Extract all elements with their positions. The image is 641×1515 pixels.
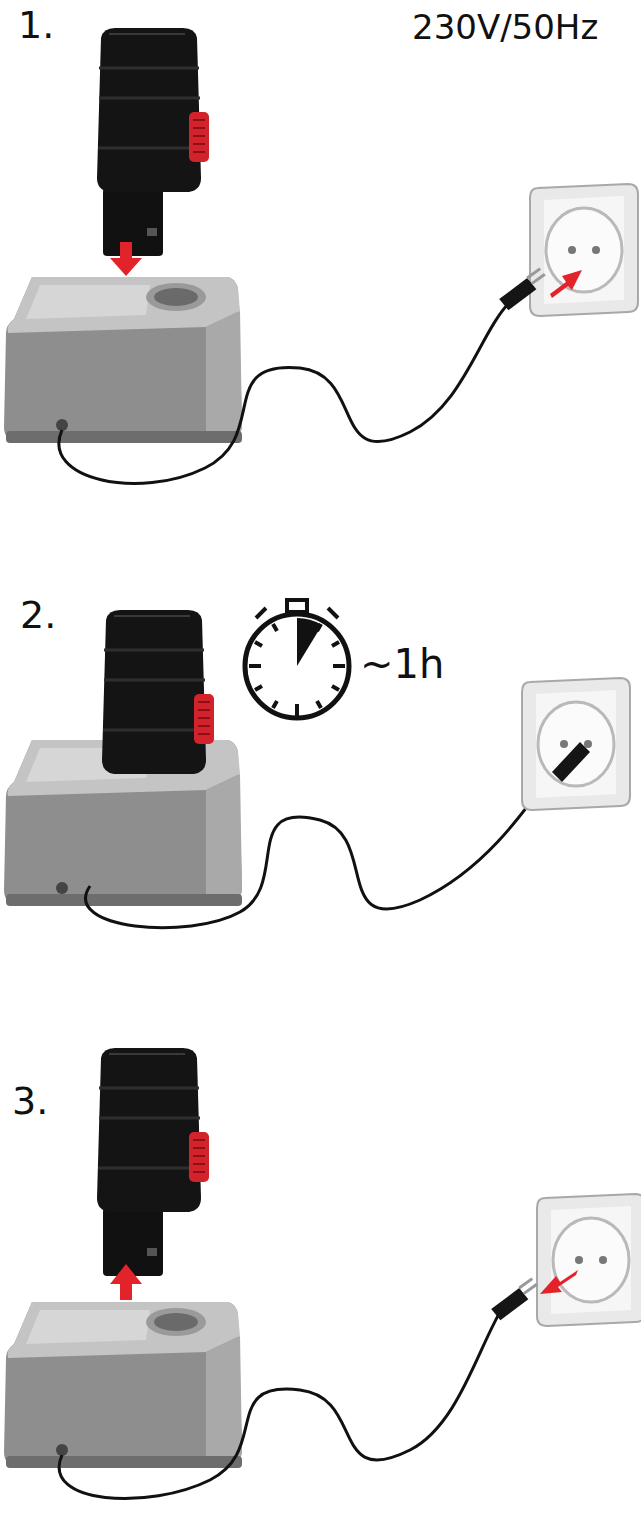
step-three bbox=[4, 1048, 641, 1499]
plug bbox=[496, 268, 548, 311]
stopwatch-symbol bbox=[245, 600, 349, 718]
step-two bbox=[4, 600, 630, 928]
duration-label: ~1h bbox=[360, 644, 444, 684]
step-number: 2. bbox=[20, 596, 56, 634]
remove-arrow bbox=[110, 1264, 142, 1300]
insert-arrow bbox=[550, 270, 582, 298]
voltage-label: 230V/50Hz bbox=[412, 10, 598, 44]
power-cord bbox=[86, 758, 562, 928]
power-cord bbox=[59, 300, 512, 483]
step-one bbox=[4, 28, 638, 483]
charger-base bbox=[4, 277, 242, 443]
plug bbox=[488, 1278, 540, 1321]
battery bbox=[102, 610, 214, 774]
wall-outlet bbox=[522, 678, 630, 810]
charger-base bbox=[4, 1302, 242, 1468]
battery bbox=[97, 28, 209, 256]
power-cord bbox=[59, 1302, 506, 1499]
battery bbox=[97, 1048, 209, 1276]
wall-outlet bbox=[537, 1194, 641, 1326]
plug bbox=[552, 742, 590, 782]
step-number: 3. bbox=[12, 1082, 48, 1120]
step-number: 1. bbox=[18, 6, 54, 44]
remove-arrow bbox=[540, 1270, 578, 1294]
insert-arrow bbox=[110, 242, 142, 276]
wall-outlet bbox=[530, 184, 638, 316]
